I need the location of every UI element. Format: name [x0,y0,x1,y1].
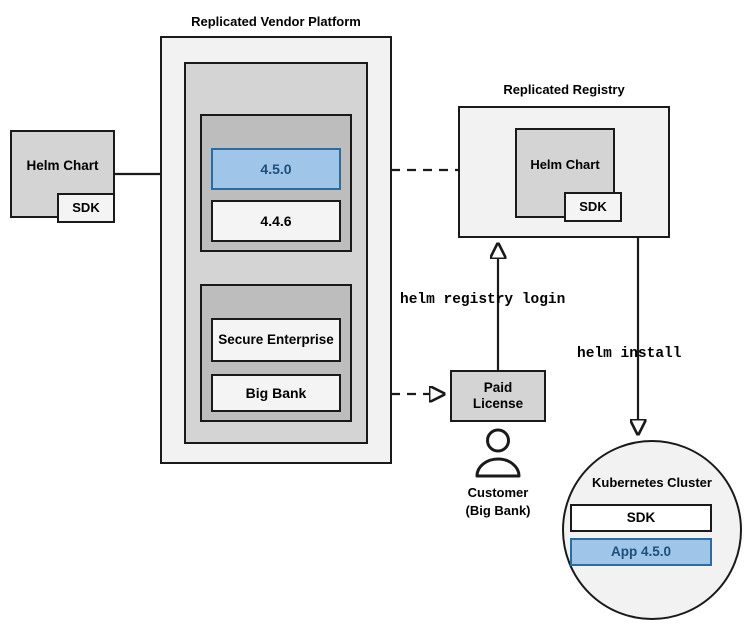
release-version-4-4-6[interactable]: 4.4.6 [211,200,341,242]
paid-license-box[interactable]: Paid License [450,370,546,422]
release-version-4-5-0[interactable]: 4.5.0 [211,148,341,190]
command-helm-registry-login: helm registry login [400,292,566,308]
paid-license-line1: Paid [483,380,513,396]
customer-big-bank[interactable]: Big Bank [211,374,341,412]
customer-secure-enterprise[interactable]: Secure Enterprise [211,318,341,362]
customer-label: Customer (Big Bank) [440,484,556,519]
command-helm-install: helm install [577,346,682,362]
vendor-platform-title: Replicated Vendor Platform [191,14,361,29]
kubernetes-cluster-sdk[interactable]: SDK [570,504,712,532]
person-icon [475,428,521,478]
paid-license-line2: License [472,396,524,411]
kubernetes-cluster-title: Kubernetes Cluster [592,475,712,490]
replicated-registry-title: Replicated Registry [503,82,625,97]
kubernetes-cluster-app[interactable]: App 4.5.0 [570,538,712,566]
customer-label-line2: (Big Bank) [465,502,531,518]
helm-chart-source-sdk-box[interactable]: SDK [57,193,115,223]
registry-helm-chart-sdk-box[interactable]: SDK [564,192,622,222]
customer-label-line1: Customer [467,485,529,500]
